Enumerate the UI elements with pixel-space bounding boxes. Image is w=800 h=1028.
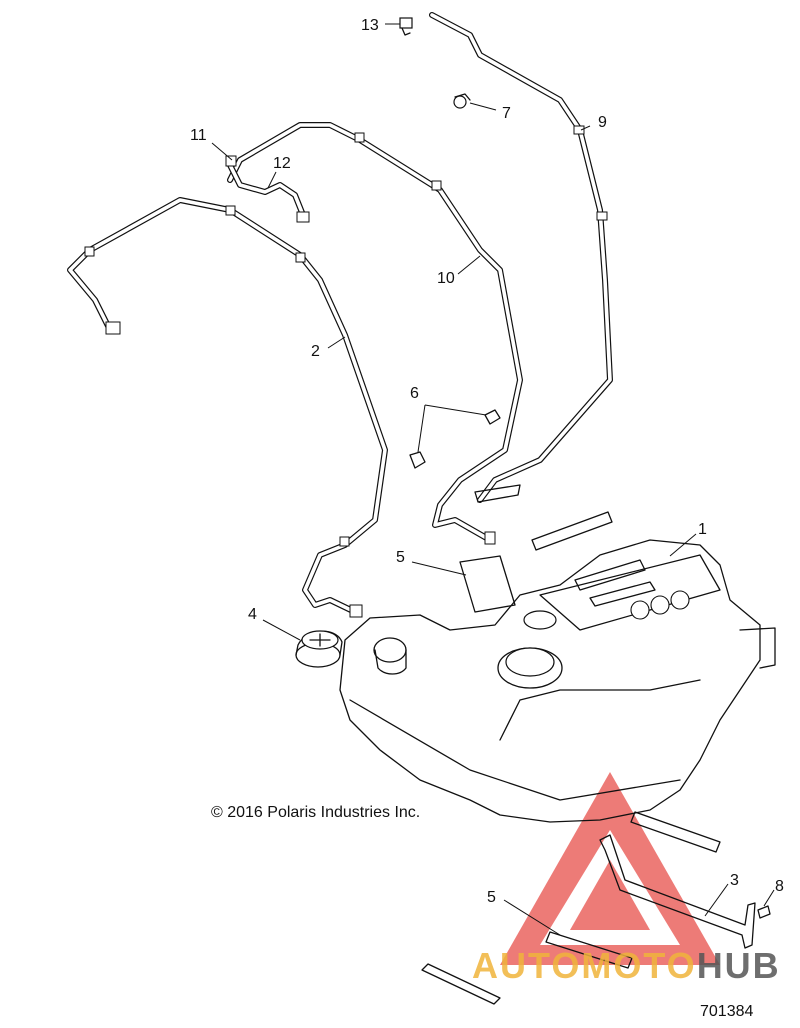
watermark-auto: AUTO [472,945,581,986]
watermark-moto: MOTO [581,945,696,986]
callout-12: 12 [273,155,291,172]
fuel-cap-4 [295,630,343,668]
clip-13 [399,17,413,36]
callout-13: 13 [361,17,379,34]
callout-5-lower: 5 [487,889,496,906]
fuel-hose-2 [67,197,388,618]
clip-6b [409,451,426,469]
callout-6: 6 [410,385,419,402]
callout-8: 8 [775,878,784,895]
copyright-notice: © 2016 Polaris Industries Inc. [211,804,420,821]
watermark-hub: HUB [697,945,781,986]
callout-1: 1 [698,521,707,538]
callout-labels: 13 7 9 11 12 10 2 6 5 4 1 3 8 5 [190,17,784,906]
callout-9: 9 [598,114,607,131]
bracket-3 [599,834,756,949]
leader-lines [211,23,775,936]
foam-pad-5-lower [545,811,721,969]
svg-text:AUTOMOTOHUB: AUTOMOTOHUB [472,945,781,986]
watermark-logo [500,772,720,965]
fuel-hose-12 [225,155,310,223]
foam-pad-5-top [459,511,613,613]
callout-4: 4 [248,606,257,623]
figure-number: 701384 [700,1003,753,1020]
clip-7 [453,93,471,109]
fuel-hose-9 [429,12,613,503]
bolt-8 [757,905,771,919]
clip-6a [484,409,501,425]
callout-5-top: 5 [396,549,405,566]
fuel-tank-1 [339,539,776,823]
callout-2: 2 [311,343,320,360]
callout-10: 10 [437,270,455,287]
strap-bottom [421,963,501,1005]
watermark-text: AUTOMOTOHUB [472,945,781,986]
callout-11: 11 [190,127,207,144]
fuel-hose-10 [227,122,523,545]
callout-3: 3 [730,872,739,889]
watermark-triangle-core [570,860,650,930]
callout-7: 7 [502,105,511,122]
